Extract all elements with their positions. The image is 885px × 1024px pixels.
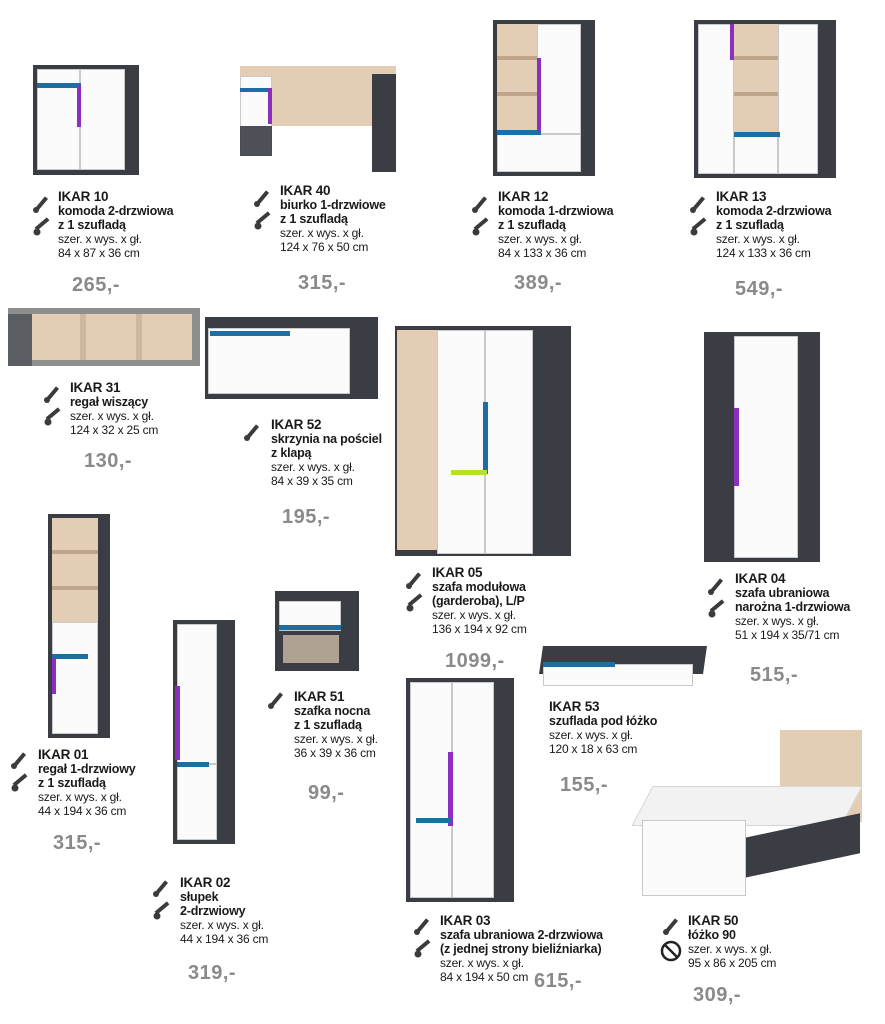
product-image-ikar-51 (275, 591, 361, 673)
price-ikar-53: 155,- (560, 774, 609, 796)
assembly-tools-icon (252, 188, 274, 238)
price-ikar-51: 99,- (308, 782, 345, 804)
label-ikar-03: IKAR 03 szafa ubraniowa 2-drzwiowa (z je… (440, 913, 603, 985)
product-image-ikar-03 (406, 678, 516, 904)
price-ikar-04: 515,- (750, 664, 799, 686)
assembly-tools-icon (9, 750, 31, 800)
price-ikar-31: 130,- (84, 450, 133, 472)
price-ikar-50: 309,- (693, 984, 742, 1006)
product-image-ikar-02 (173, 620, 237, 846)
price-ikar-40: 315,- (298, 272, 347, 294)
assembly-tools-icon (31, 194, 53, 244)
price-ikar-01: 315,- (53, 832, 102, 854)
price-ikar-13: 549,- (735, 278, 784, 300)
product-image-ikar-53 (539, 646, 707, 690)
assembly-tools-icon (42, 384, 64, 434)
label-ikar-13: IKAR 13 komoda 2-drzwiowa z 1 szufladą s… (716, 189, 832, 261)
assembly-tools-icon (151, 878, 173, 928)
price-ikar-10: 265,- (72, 274, 121, 296)
assembly-tools-icon (266, 690, 288, 716)
label-ikar-40: IKAR 40 biurko 1-drzwiowe z 1 szufladą s… (280, 183, 386, 255)
label-ikar-05: IKAR 05 szafa modułowa (garderoba), L/P … (432, 565, 527, 637)
assembly-tools-icon (688, 194, 710, 244)
no-assembly-icon (660, 940, 682, 962)
label-ikar-02: IKAR 02 słupek 2-drzwiowy szer. x wys. x… (180, 875, 269, 947)
price-ikar-05: 1099,- (445, 650, 505, 672)
product-image-ikar-52 (205, 317, 378, 401)
label-ikar-51: IKAR 51 szafka nocna z 1 szufladą szer. … (294, 689, 378, 761)
assembly-tools-icon (242, 422, 264, 448)
price-ikar-12: 389,- (514, 272, 563, 294)
product-image-ikar-01 (48, 514, 112, 740)
assembly-tools-icon (404, 570, 426, 620)
label-ikar-52: IKAR 52 skrzynia na pościel z klapą szer… (271, 417, 382, 489)
label-ikar-04: IKAR 04 szafa ubraniowa narożna 1-drzwio… (735, 571, 851, 643)
label-ikar-31: IKAR 31 regał wiszący szer. x wys. x gł.… (70, 380, 159, 438)
assembly-tools-icon (706, 576, 728, 626)
product-image-ikar-13 (694, 20, 836, 180)
product-image-ikar-40 (240, 66, 398, 174)
label-ikar-01: IKAR 01 regał 1-drzwiowy z 1 szufladą sz… (38, 747, 136, 819)
product-image-ikar-05 (395, 326, 573, 558)
assembly-tools-icon (412, 916, 434, 966)
price-ikar-52: 195,- (282, 506, 331, 528)
product-image-ikar-12 (493, 20, 595, 178)
label-ikar-10: IKAR 10 komoda 2-drzwiowa z 1 szufladą s… (58, 189, 174, 261)
product-image-ikar-31 (8, 308, 200, 368)
price-ikar-03: 615,- (534, 970, 583, 992)
label-ikar-53: IKAR 53 szuflada pod łóżko szer. x wys. … (549, 699, 658, 757)
product-image-ikar-50 (631, 730, 864, 898)
label-ikar-12: IKAR 12 komoda 1-drzwiowa z 1 szufladą s… (498, 189, 614, 261)
assembly-tools-icon (661, 916, 683, 942)
product-image-ikar-04 (704, 332, 822, 564)
label-ikar-50: IKAR 50 łóżko 90 szer. x wys. x gł. 95 x… (688, 913, 777, 971)
product-image-ikar-10 (33, 65, 139, 177)
assembly-tools-icon (470, 194, 492, 244)
price-ikar-02: 319,- (188, 962, 237, 984)
